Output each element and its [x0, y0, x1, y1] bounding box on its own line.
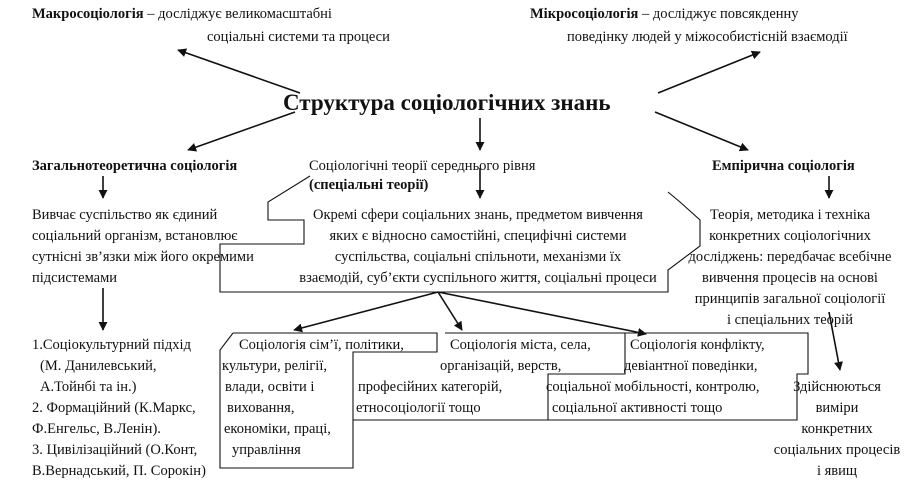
approach-item: (М. Данилевський,	[40, 358, 157, 374]
branch1-line: виховання,	[227, 400, 295, 416]
approach-item: В.Вернадський, П. Сорокін)	[32, 463, 206, 479]
micro-desc1: – досліджує повсякденну	[638, 6, 799, 22]
middle-line: суспільства, соціальні спільноти, механі…	[334, 249, 622, 265]
branch2-line: організацій, верств,	[440, 358, 562, 374]
middle-line: Окремі сфери соціальних знань, предметом…	[313, 207, 643, 223]
approach-item: А.Тойнбі та ін.)	[40, 379, 137, 395]
branch3-line: Соціологія конфлікту,	[630, 337, 765, 353]
measure-line: і явищ	[816, 463, 858, 479]
middle-line: взаємодій, суб’єкти суспільного життя, с…	[299, 270, 657, 286]
macro-line1: Макросоціологія – досліджує великомасшта…	[32, 6, 332, 23]
arrow-to-macro	[177, 48, 301, 94]
approach-item: 2. Формаційний (К.Маркс,	[32, 400, 196, 416]
micro-line1: Мікросоціологія – досліджує повсякденну	[530, 6, 799, 23]
branch2-line: Соціологія міста, села,	[450, 337, 591, 353]
branch1-line: Соціологія сім’ї, політики,	[239, 337, 404, 353]
branch2-bottom: професійних категорій, етносоціології то…	[356, 377, 502, 419]
diagram-title: Структура соціологічних знань	[283, 90, 611, 115]
branch3-top: Соціологія конфлікту, девіантної поведін…	[622, 335, 765, 377]
arrow-to-measure	[828, 311, 843, 371]
branch1-line: економіки, праці,	[224, 421, 331, 437]
measure-line: конкретних	[801, 421, 873, 437]
branch3-bottom: соціальної мобільності, контролю, соціал…	[546, 377, 760, 419]
branch1-text: Соціологія сім’ї, політики, культури, ре…	[222, 335, 404, 461]
arrow-branch1	[293, 291, 439, 333]
macro-desc2: соціальні системи та процеси	[207, 29, 390, 45]
micro-term: Мікросоціологія	[530, 6, 639, 22]
middle-desc: Окремі сфери соціальних знань, предметом…	[268, 205, 688, 289]
arrow-to-micro	[657, 50, 761, 94]
empirical-heading: Емпірична соціологія	[712, 158, 855, 174]
general-heading: Загальнотеоретична соціологія	[32, 158, 238, 174]
general-line: підсистемами	[32, 270, 118, 286]
arrow-to-empirical	[654, 111, 749, 152]
approaches-list: 1.Соціокультурний підхід (М. Данилевськи…	[32, 335, 206, 482]
micro-desc2: поведінку людей у міжособистісній взаємо…	[567, 29, 848, 45]
branch2-outline	[353, 332, 626, 421]
branch3-outline	[548, 332, 809, 421]
branch3-line: соціальної мобільності, контролю,	[546, 379, 760, 395]
general-line: соціальний організм, встановлює	[32, 228, 238, 244]
measure-line: Здійснюються	[793, 379, 881, 395]
branch1-outline	[219, 332, 438, 469]
arrow-branch3	[437, 291, 647, 337]
branch2-line: професійних категорій,	[358, 379, 503, 395]
approach-item: 1.Соціокультурний підхід	[32, 337, 191, 353]
branch1-line: культури, релігії,	[222, 358, 327, 374]
arrow-to-general	[187, 111, 296, 152]
measure-line: соціальних процесів	[773, 442, 901, 458]
approach-item: 3. Цивілізаційний (О.Конт,	[32, 442, 198, 458]
empirical-line: досліджень: передбачає всебічне	[688, 249, 892, 265]
measure-line: виміри	[815, 400, 859, 416]
branch2-top: Соціологія міста, села, організацій, вер…	[440, 335, 591, 377]
measure-text: Здійснюються виміри конкретних соціальни…	[756, 377, 918, 482]
macro-term: Макросоціологія	[32, 6, 144, 22]
branch2-line: етносоціології тощо	[356, 400, 481, 416]
empirical-line: вивчення процесів на основі	[702, 270, 878, 286]
macro-desc1: – досліджує великомасштабні	[143, 6, 332, 22]
empirical-desc: Теорія, методика і техніка конкретних со…	[664, 205, 916, 331]
middle-outline	[219, 175, 701, 293]
middle-heading: Соціологічні теорії середнього рівня	[309, 158, 536, 174]
arrow-branch2	[437, 291, 463, 331]
branch1-line: влади, освіти і	[225, 379, 315, 395]
general-desc: Вивчає суспільство як єдиний соціальний …	[32, 205, 254, 289]
branch3-line: девіантної поведінки,	[624, 358, 758, 374]
general-line: Вивчає суспільство як єдиний	[32, 207, 218, 223]
empirical-line: і спеціальних теорій	[727, 312, 853, 328]
approach-item: Ф.Енгельс, В.Ленін).	[32, 421, 161, 437]
general-line: сутнісні зв’язки між його окремими	[32, 249, 254, 265]
empirical-line: принципів загальної соціології	[694, 291, 886, 307]
branch1-line: управління	[232, 442, 301, 458]
empirical-line: Теорія, методика і техніка	[709, 207, 871, 223]
middle-heading-special: (спеціальні теорії)	[309, 177, 429, 193]
branch3-line: соціальної активності тощо	[552, 400, 723, 416]
empirical-line: конкретних соціологічних	[709, 228, 871, 244]
middle-line: яких є відносно самостійні, специфічні с…	[329, 228, 627, 244]
